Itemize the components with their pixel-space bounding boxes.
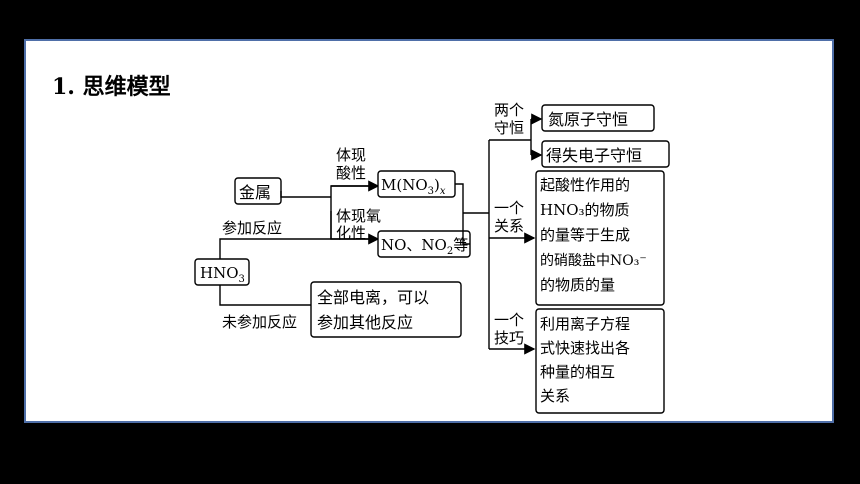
slide-frame: 1. 思维模型 HNO3 参加反应 未参加反应 金属 体现 酸性 体现氧 化性 … — [24, 39, 834, 423]
two-conserve-label-2: 守恒 — [494, 119, 524, 137]
hno3-label: HNO3 — [200, 264, 245, 285]
one-trick-label-1: 一个 — [494, 311, 524, 329]
trick-line-2: 式快速找出各 — [540, 339, 630, 357]
one-relation-label-2: 关系 — [494, 217, 524, 235]
acidity-label-2: 酸性 — [336, 164, 366, 182]
ionize-line-2: 参加其他反应 — [317, 313, 413, 332]
relation-line-5: 的物质的量 — [540, 276, 615, 294]
trick-box — [535, 308, 665, 414]
relation-box — [535, 170, 665, 306]
acidity-label-1: 体现 — [336, 146, 366, 164]
one-trick-label-2: 技巧 — [494, 329, 524, 347]
electron-label: 得失电子守恒 — [546, 146, 642, 165]
merge-line — [455, 183, 470, 245]
ionize-box — [310, 281, 462, 338]
two-conserve-label-1: 两个 — [494, 101, 524, 119]
relation-line-1: 起酸性作用的 — [540, 176, 630, 194]
not-participate-label: 未参加反应 — [222, 313, 297, 331]
natom-box — [541, 104, 655, 132]
trick-line-1: 利用离子方程 — [540, 315, 630, 333]
oxidize-label-1: 体现氧 — [336, 207, 381, 225]
trick-line-3: 种量的相互 — [540, 363, 615, 381]
oxidize-label-2: 化性 — [336, 224, 366, 242]
electron-box — [541, 140, 670, 168]
natom-label: 氮原子守恒 — [548, 110, 628, 129]
metal-label: 金属 — [239, 183, 271, 202]
trick-line-4: 关系 — [540, 387, 570, 405]
participate-label: 参加反应 — [222, 219, 282, 237]
ionize-line-1: 全部电离，可以 — [317, 288, 429, 307]
one-relation-label-1: 一个 — [494, 199, 524, 217]
relation-line-4: 的硝酸盐中NO₃⁻ — [540, 253, 647, 269]
mno3-label: M(NO3)x — [381, 176, 446, 197]
hno3-stem-up — [219, 238, 331, 259]
hno3-stem-down — [219, 285, 311, 306]
metal-connector — [280, 191, 331, 198]
relation-line-2: HNO₃的物质 — [540, 201, 630, 219]
no-label: NO、NO2等 — [381, 236, 468, 257]
hno3-mind-map: HNO3 参加反应 未参加反应 金属 体现 酸性 体现氧 化性 M(NO3)x … — [194, 101, 670, 414]
hno3-box — [194, 258, 250, 286]
page-title: 1. 思维模型 — [52, 74, 171, 100]
relation-line-3: 的量等于生成 — [540, 226, 630, 244]
